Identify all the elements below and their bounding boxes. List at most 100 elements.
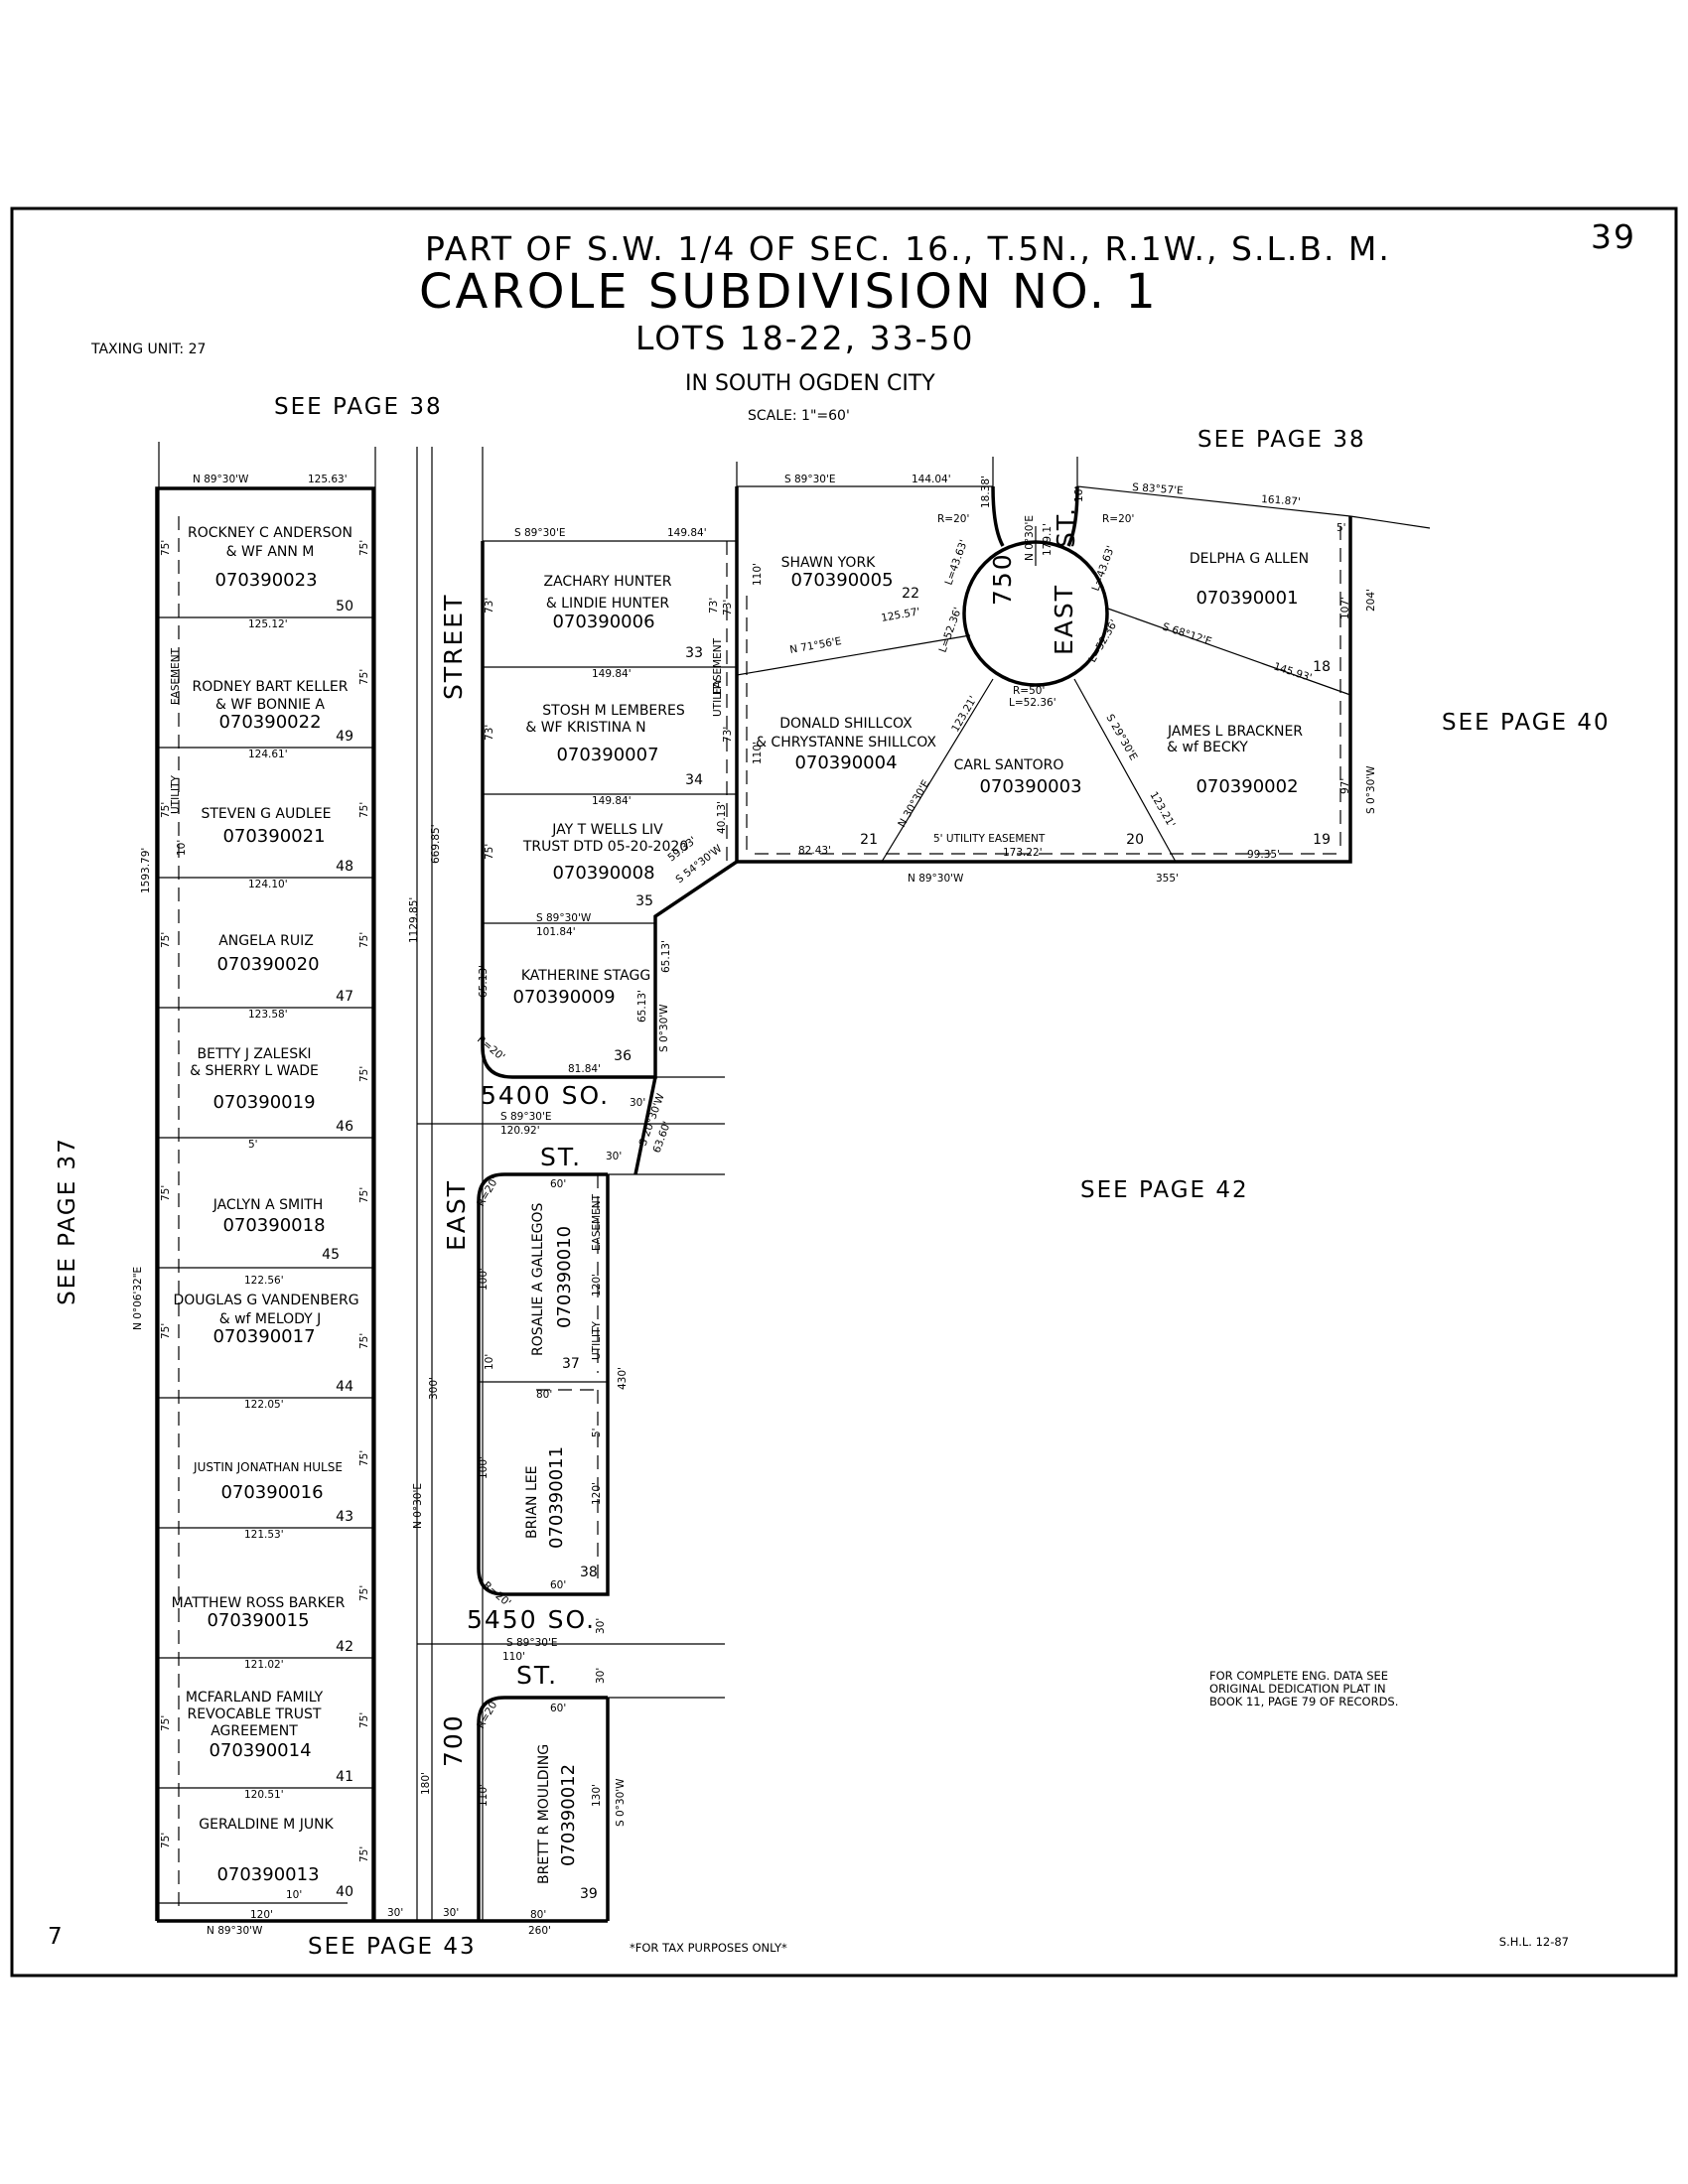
svg-text:30': 30' [606, 1151, 622, 1162]
svg-text:123.21': 123.21' [1147, 790, 1177, 830]
svg-text:125.12': 125.12' [248, 618, 288, 630]
svg-text:070390022: 070390022 [218, 712, 321, 733]
parcel-lot-34[interactable]: STOSH M LEMBERES & WF KRISTINA N 0703900… [525, 703, 703, 788]
parcel-lot-44[interactable]: DOUGLAS G VANDENBERG & wf MELODY J 07039… [173, 1293, 358, 1395]
svg-text:STREET: STREET [439, 594, 468, 700]
svg-text:97': 97' [1339, 778, 1351, 794]
parcel-lot-50[interactable]: ROCKNEY C ANDERSON & WF ANN M 070390023 … [188, 525, 353, 614]
parcel-lot-36[interactable]: KATHERINE STAGG 070390009 36 [512, 968, 650, 1064]
svg-text:73': 73' [484, 598, 495, 614]
svg-text:45: 45 [322, 1247, 340, 1263]
svg-text:JUSTIN JONATHAN HULSE: JUSTIN JONATHAN HULSE [193, 1460, 343, 1474]
svg-text:75': 75' [160, 1715, 172, 1731]
svg-text:204': 204' [1365, 589, 1377, 612]
svg-text:110': 110' [478, 1784, 490, 1807]
see-page-center-right[interactable]: SEE PAGE 42 [1080, 1177, 1249, 1203]
svg-text:60': 60' [550, 1178, 566, 1190]
svg-text:18.38': 18.38' [980, 476, 992, 508]
svg-text:070390021: 070390021 [222, 826, 325, 847]
svg-text:& WF BONNIE A: & WF BONNIE A [215, 697, 325, 713]
svg-text:N 71°56'E: N 71°56'E [788, 635, 842, 656]
svg-text:700: 700 [439, 1713, 468, 1767]
svg-text:EAST: EAST [442, 1179, 471, 1251]
svg-text:149.84': 149.84' [592, 795, 632, 807]
svg-text:122.56': 122.56' [244, 1275, 284, 1287]
parcel-lot-40[interactable]: GERALDINE M JUNK 070390013 40 [199, 1817, 353, 1900]
svg-text:38: 38 [580, 1565, 598, 1580]
parcel-lot-41[interactable]: MCFARLAND FAMILY REVOCABLE TRUST AGREEME… [186, 1690, 353, 1785]
svg-text:EASEMENT: EASEMENT [170, 647, 182, 705]
parcel-lot-47[interactable]: ANGELA RUIZ 070390020 47 [216, 933, 353, 1005]
svg-text:S 89°30'W: S 89°30'W [536, 912, 592, 924]
svg-text:BRETT R MOULDING: BRETT R MOULDING [536, 1744, 552, 1884]
svg-text:120': 120' [591, 1482, 603, 1505]
svg-text:75': 75' [160, 1185, 172, 1201]
street-5400-south: 5400 SO. ST. 30' 30' S 20°30'W 63.60' S … [481, 1076, 673, 1175]
parcel-lot-19[interactable]: JAMES L BRACKNER & wf BECKY 070390002 19 [1167, 724, 1331, 848]
svg-text:DONALD SHILLCOX: DONALD SHILLCOX [779, 716, 913, 732]
svg-text:070390008: 070390008 [552, 863, 654, 884]
svg-text:070390023: 070390023 [214, 570, 317, 591]
svg-text:75': 75' [160, 1833, 172, 1848]
svg-text:120.92': 120.92' [500, 1125, 540, 1137]
parcel-lot-20[interactable]: CARL SANTORO 070390003 20 [954, 757, 1144, 848]
street-700-east: STREET EAST 700 669.85' 1129.85' 300' N … [408, 447, 484, 1921]
svg-text:73': 73' [722, 600, 734, 615]
street-5450-south: 5450 SO. ST. S 89°30'E 110' 30' 30' [467, 1605, 607, 1690]
svg-text:JAMES L BRACKNER: JAMES L BRACKNER [1167, 724, 1303, 740]
parcel-lot-45[interactable]: JACLYN A SMITH 070390018 45 [212, 1197, 340, 1263]
see-page-top-left[interactable]: SEE PAGE 38 [274, 394, 443, 420]
parcel-lot-43[interactable]: JUSTIN JONATHAN HULSE 070390016 43 [193, 1460, 353, 1525]
svg-text:S 68°12'E: S 68°12'E [1161, 620, 1213, 647]
svg-text:80': 80' [536, 1389, 552, 1401]
svg-text:N 89°30'W: N 89°30'W [207, 1925, 263, 1937]
parcel-lot-42[interactable]: MATTHEW ROSS BARKER 070390015 42 [172, 1595, 353, 1655]
svg-text:44: 44 [336, 1379, 353, 1395]
svg-text:S 89°30'E: S 89°30'E [506, 1637, 558, 1649]
cul-de-sac-lots [735, 457, 1431, 864]
svg-text:75': 75' [160, 1323, 172, 1339]
svg-text:33: 33 [685, 645, 703, 661]
parcel-lot-18[interactable]: DELPHA G ALLEN 070390001 18 [1190, 551, 1331, 675]
svg-text:82.43': 82.43' [798, 845, 831, 857]
svg-text:N 89°30'W: N 89°30'W [193, 474, 249, 485]
see-page-top-right[interactable]: SEE PAGE 38 [1197, 427, 1366, 453]
svg-text:ANGELA RUIZ: ANGELA RUIZ [218, 933, 314, 949]
parcel-lot-48[interactable]: STEVEN G AUDLEE 070390021 48 [201, 806, 353, 875]
see-page-left[interactable]: SEE PAGE 37 [55, 1137, 80, 1305]
svg-text:ZACHARY HUNTER: ZACHARY HUNTER [543, 574, 671, 590]
svg-text:070390007: 070390007 [556, 745, 658, 765]
title-line: PART OF S.W. 1/4 OF SEC. 16., T.5N., R.1… [425, 229, 1391, 268]
see-page-bottom[interactable]: SEE PAGE 43 [308, 1934, 477, 1960]
svg-text:37: 37 [562, 1356, 580, 1372]
svg-text:070390017: 070390017 [212, 1326, 315, 1347]
west-easements: EASEMENT UTILITY [170, 647, 182, 814]
svg-text:120': 120' [591, 1274, 603, 1297]
parcel-lot-21[interactable]: DONALD SHILLCOX & CHRYSTANNE SHILLCOX 07… [756, 716, 936, 848]
eng-data-note: FOR COMPLETE ENG. DATA SEE ORIGINAL DEDI… [1209, 1669, 1398, 1708]
svg-text:120.51': 120.51' [244, 1789, 284, 1801]
svg-text:EAST: EAST [1050, 584, 1078, 655]
parcel-lot-33[interactable]: ZACHARY HUNTER & LINDIE HUNTER 070390006… [543, 574, 703, 661]
svg-text:& wf MELODY J: & wf MELODY J [219, 1311, 322, 1327]
svg-text:750: 750 [988, 552, 1017, 606]
parcel-lot-35[interactable]: JAY T WELLS LIV TRUST DTD 05-20-2020 070… [522, 822, 688, 909]
svg-text:ORIGINAL DEDICATION PLAT IN: ORIGINAL DEDICATION PLAT IN [1209, 1682, 1386, 1696]
see-page-right[interactable]: SEE PAGE 40 [1442, 710, 1611, 736]
svg-text:30': 30' [443, 1907, 459, 1919]
parcel-lot-49[interactable]: RODNEY BART KELLER & WF BONNIE A 0703900… [193, 679, 353, 745]
svg-text:73': 73' [722, 727, 734, 743]
svg-text:070390009: 070390009 [512, 987, 615, 1008]
svg-text:S 0°30'W: S 0°30'W [615, 1778, 627, 1827]
svg-text:TRUST DTD 05-20-2020: TRUST DTD 05-20-2020 [522, 839, 688, 855]
subdivision-name: CAROLE SUBDIVISION NO. 1 [419, 264, 1159, 320]
svg-text:60': 60' [550, 1579, 566, 1591]
parcel-lot-37[interactable]: ROSALIE A GALLEGOS 070390010 37 [530, 1203, 580, 1372]
svg-text:DELPHA G ALLEN: DELPHA G ALLEN [1190, 551, 1309, 567]
parcel-lot-39[interactable]: BRETT R MOULDING 070390012 39 [536, 1744, 598, 1902]
parcel-lot-38[interactable]: BRIAN LEE 070390011 38 [524, 1446, 598, 1580]
svg-text:070390014: 070390014 [209, 1740, 311, 1761]
svg-text:S 0°30'W: S 0°30'W [1365, 765, 1377, 814]
parcel-lot-22[interactable]: SHAWN YORK 070390005 22 [781, 555, 919, 602]
parcel-lot-46[interactable]: BETTY J ZALESKI & SHERRY L WADE 07039001… [190, 1046, 353, 1135]
